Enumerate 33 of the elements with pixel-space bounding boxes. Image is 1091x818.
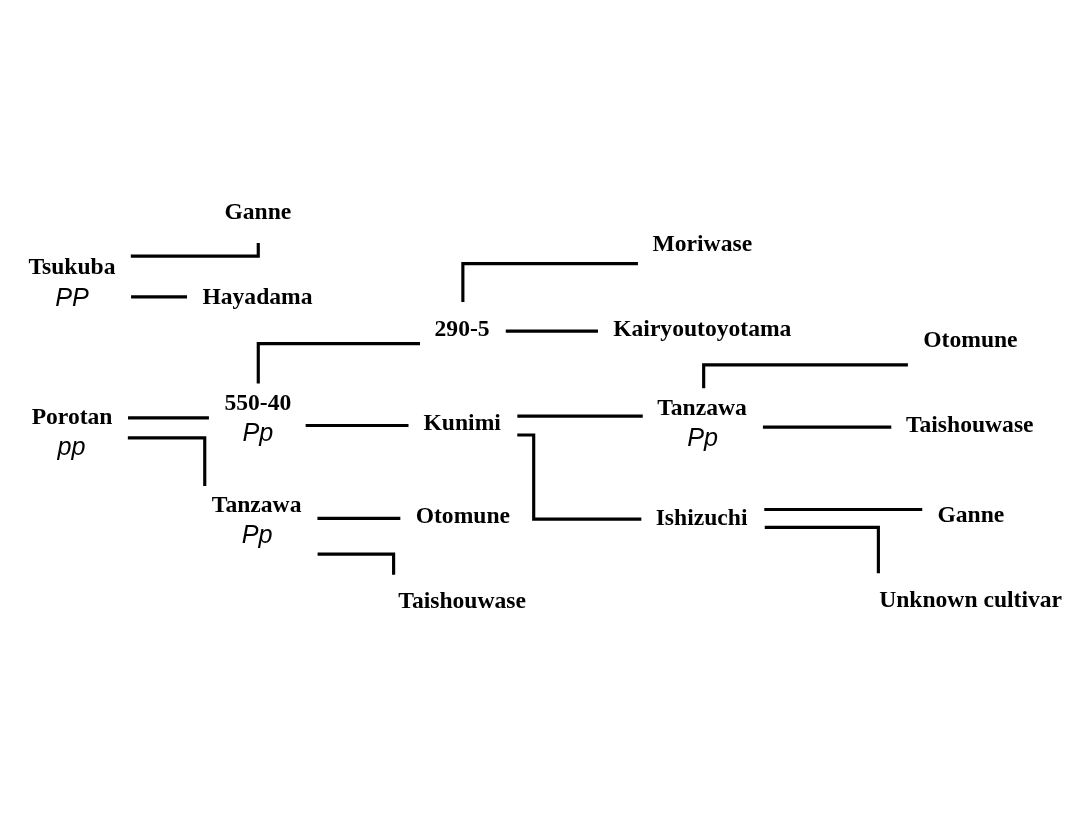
node-text: Ganne: [937, 500, 1005, 527]
connector: [517, 433, 642, 521]
connector: [305, 423, 409, 428]
node-text: Porotan pp: [31, 402, 113, 461]
connector: [317, 516, 401, 520]
node-text: Moriwase: [652, 229, 753, 256]
node-text: Taishouwase: [398, 587, 526, 614]
node-text: Otomune: [415, 502, 511, 529]
node-text: Tanzawa Pp: [657, 393, 747, 451]
node-text: Unknown cultivar: [879, 585, 1063, 612]
node-text: Tsukuba PP: [28, 253, 116, 311]
node-text: Ishizuchi: [655, 503, 748, 530]
connector: [127, 436, 207, 486]
connector: [461, 262, 638, 303]
connector: [256, 342, 420, 384]
node-text: Taishouwase: [905, 410, 1034, 437]
node-text: Tanzawa Pp: [211, 491, 302, 549]
connector: [762, 425, 892, 429]
node-text: Kairyoutoyotama: [613, 314, 792, 341]
node-text: Hayadama: [202, 283, 313, 310]
connector: [505, 329, 598, 333]
node-text: Otomune: [923, 325, 1018, 352]
connector: [128, 416, 209, 420]
connector: [702, 363, 908, 389]
node-text: 290-5: [434, 314, 490, 341]
connector: [131, 295, 188, 299]
node-text: 550-40 Pp: [224, 388, 292, 446]
node-text: Ganne: [224, 198, 292, 225]
connector: [764, 525, 880, 574]
connector: [317, 552, 396, 575]
connector: [517, 414, 643, 418]
node-text: Kunimi: [423, 409, 501, 436]
connector: [764, 507, 923, 512]
